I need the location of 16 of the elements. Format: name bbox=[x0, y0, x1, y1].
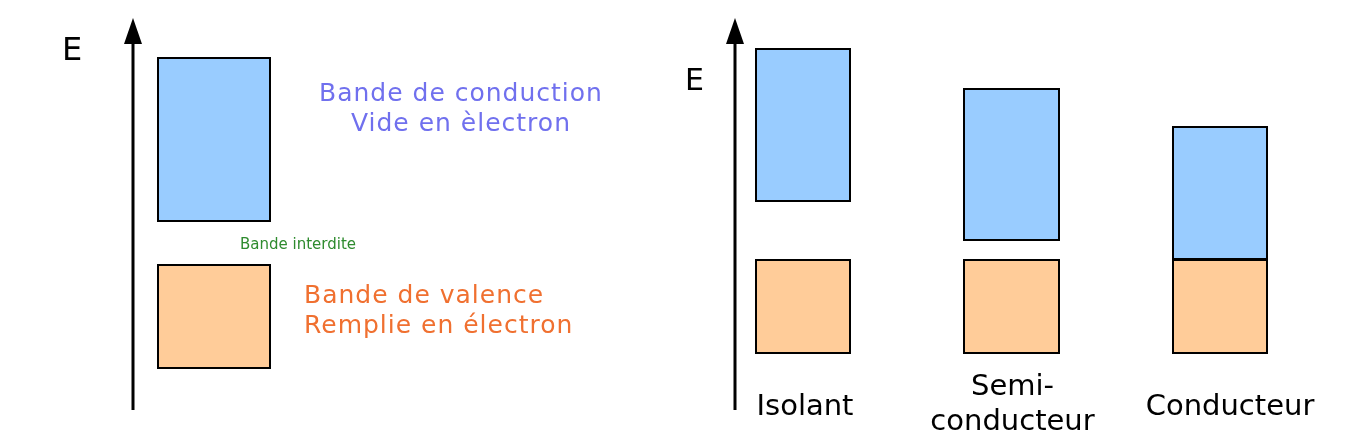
material-label: Semi- conducteur bbox=[929, 368, 1096, 438]
axis-label: E bbox=[62, 30, 84, 69]
material-label: Isolant bbox=[755, 388, 855, 423]
energy-band-box bbox=[1172, 259, 1268, 354]
energy-band-box bbox=[755, 48, 851, 202]
energy-band-box bbox=[157, 264, 271, 369]
energy-band-box bbox=[963, 259, 1060, 354]
energy-band-box bbox=[963, 88, 1060, 241]
gap-label: Bande interdite bbox=[240, 235, 357, 253]
band-description: Bande de conduction Vide en èlectron bbox=[318, 78, 604, 138]
axis-label: E bbox=[685, 62, 705, 98]
energy-band-box bbox=[755, 259, 851, 354]
material-label: Conducteur bbox=[1144, 388, 1316, 423]
band-description: Bande de valence Remplie en électron bbox=[304, 280, 575, 340]
energy-band-box bbox=[157, 57, 271, 222]
energy-band-box bbox=[1172, 126, 1268, 260]
